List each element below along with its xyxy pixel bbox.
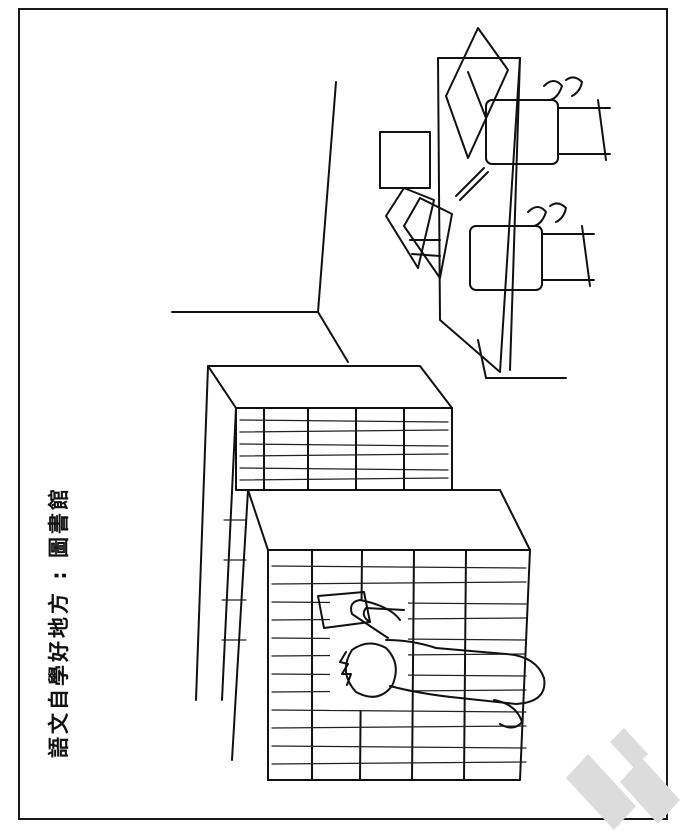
chair-bottom: [469, 202, 595, 291]
book-stack: [385, 187, 453, 279]
pencil: [455, 167, 489, 201]
box: [379, 131, 431, 189]
student-figure: [317, 591, 546, 729]
chair-top: [485, 76, 611, 165]
back-bookshelf: [195, 365, 453, 701]
front-bookshelf: [231, 489, 531, 781]
room-walls: [171, 81, 349, 363]
watermark: [566, 728, 680, 830]
open-book: [445, 27, 509, 159]
reading-table: [437, 57, 567, 379]
